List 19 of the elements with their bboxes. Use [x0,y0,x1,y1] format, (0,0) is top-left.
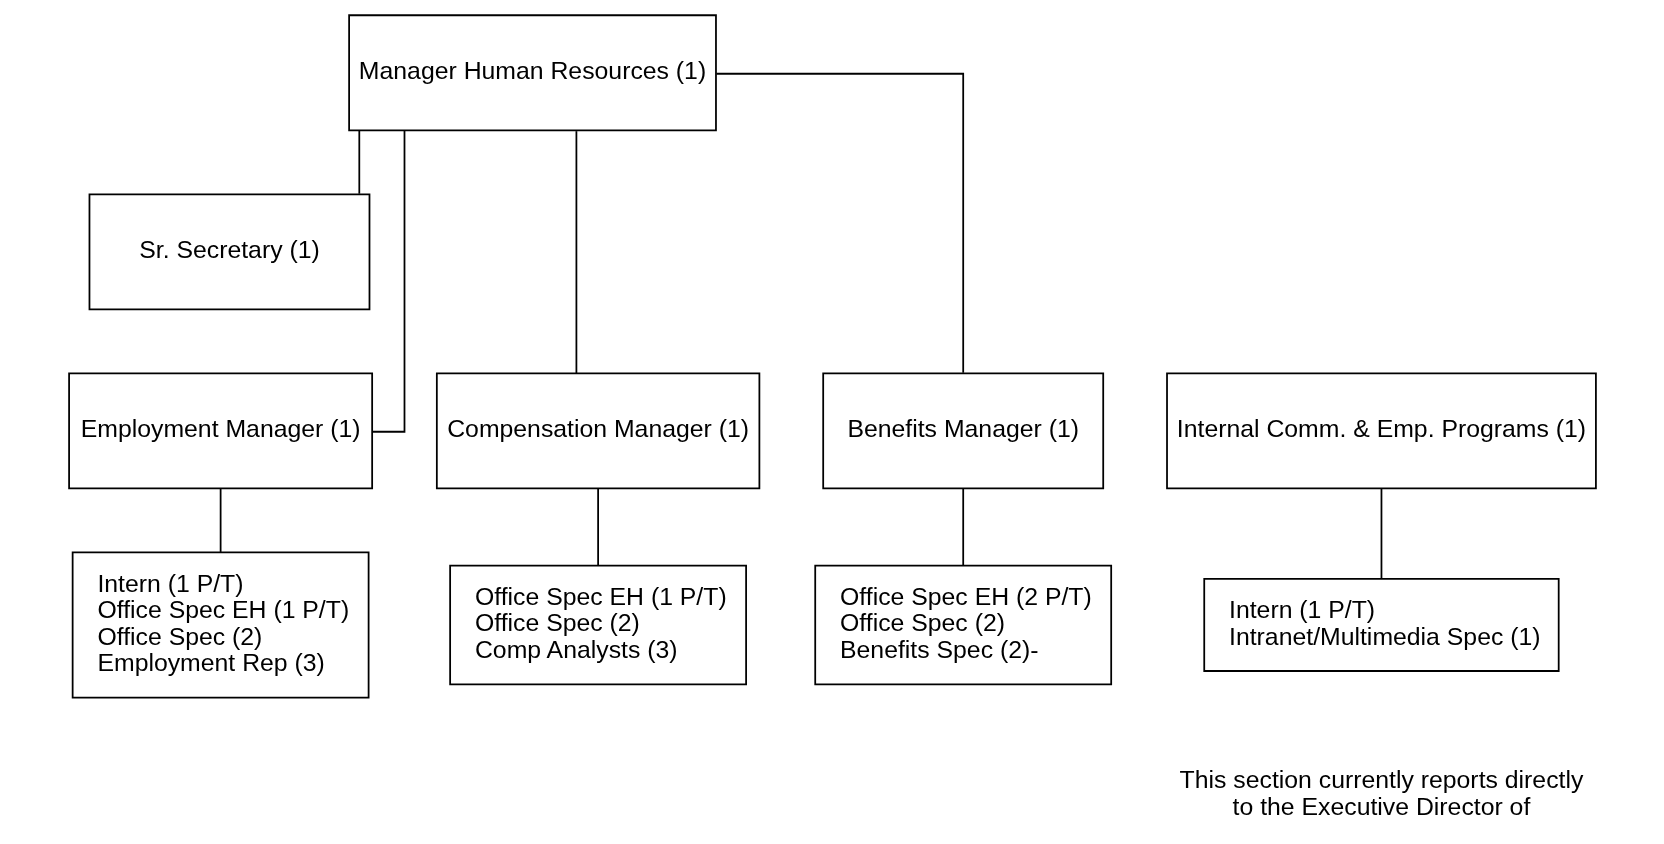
node-box: Intern (1 P/T) Intranet/Multimedia Spec (1) [1202,577,1560,672]
connector [961,487,964,566]
node-box: Benefits Manager (1) [821,372,1104,490]
connector [219,487,221,553]
connector [715,72,964,374]
node-box: Manager Human Resources (1) [347,14,717,132]
connector [596,487,599,566]
connector [357,129,360,195]
connector [371,129,405,433]
node-box: Compensation Manager (1) [435,372,760,490]
label: This section currently reports directly to the Executive Director of [1179,766,1583,820]
node-box: Intern (1 P/T) Office Spec EH (1 P/T) Office Spec (2) Employment Rep (3) [71,551,369,699]
connector [575,130,577,375]
connector [1380,487,1382,580]
node-box: Employment Manager (1) [67,372,373,490]
node-box: Internal Comm. & Emp. Programs (1) [1165,372,1597,490]
node-box: Office Spec EH (1 P/T) Office Spec (2) Comp Analysts (3) [448,564,747,686]
node-box: Office Spec EH (2 P/T) Office Spec (2) Benefits Spec (2)- [813,564,1112,686]
node-box: Sr. Secretary (1) [88,193,370,311]
